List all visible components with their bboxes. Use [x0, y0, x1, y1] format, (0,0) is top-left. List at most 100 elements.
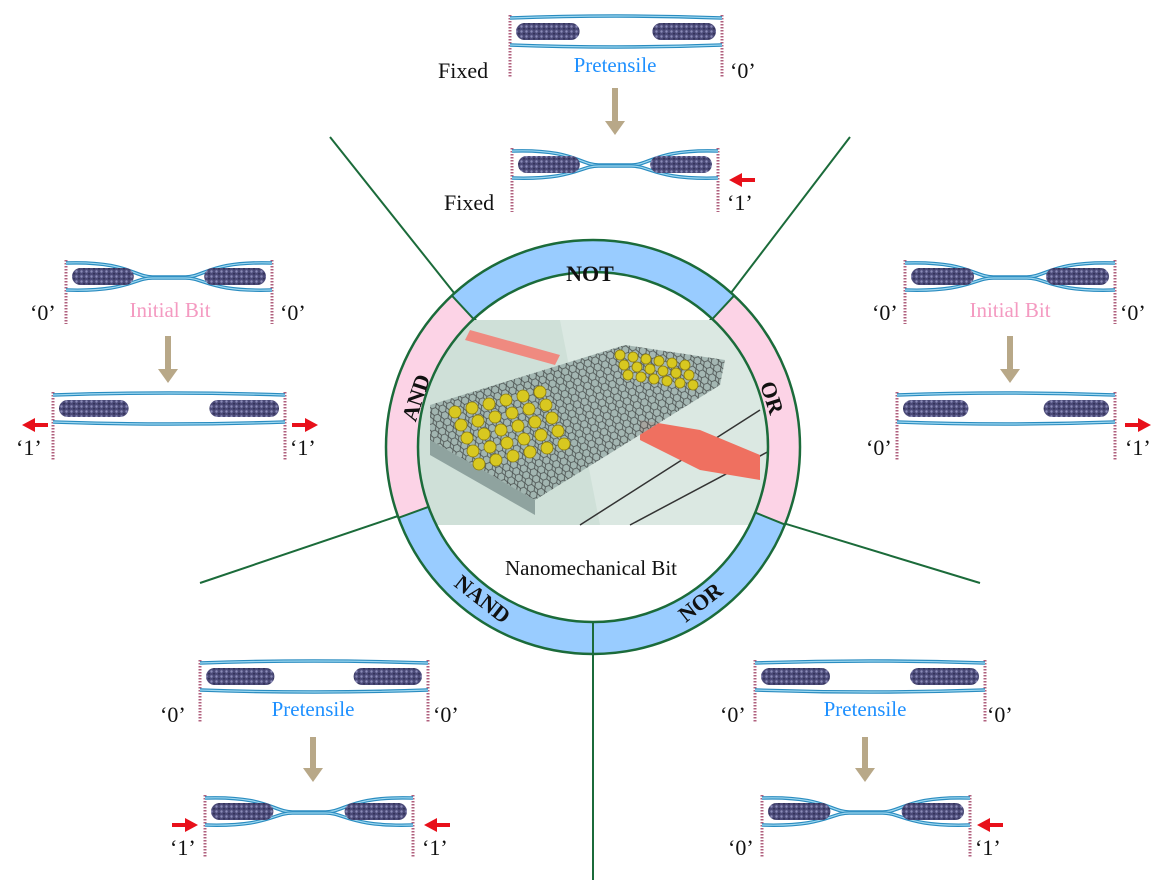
label-fixed-top: Fixed — [438, 58, 488, 83]
gold-nanoparticle — [618, 359, 630, 371]
and-force-arrow-right-head — [305, 418, 318, 432]
gold-nanoparticle — [448, 405, 462, 419]
gold-nanoparticle — [644, 363, 656, 375]
not-pretensile-molecule — [508, 14, 724, 78]
label-right-bottom: ‘1’ — [290, 435, 316, 460]
strand-highlight — [509, 44, 723, 48]
gold-nanoparticle — [631, 361, 643, 373]
gold-nanoparticle — [488, 410, 502, 424]
strand-highlight — [754, 689, 986, 693]
or-output-molecule — [895, 391, 1117, 460]
panel-and: ‘0’ Initial Bit ‘0’ ‘1’ ‘1’ — [16, 298, 316, 460]
gold-nanoparticle — [635, 371, 647, 383]
gold-nanoparticle — [551, 424, 565, 438]
protein-blob-left — [761, 668, 830, 685]
gold-nanoparticle — [674, 377, 686, 389]
gold-nanoparticle — [622, 369, 634, 381]
strand-highlight — [754, 660, 986, 664]
label-right-top: ‘0’ — [433, 702, 459, 727]
gate-label-not: NOT — [566, 261, 614, 286]
gold-nanoparticle — [653, 355, 665, 367]
and-initial-molecule — [64, 260, 274, 324]
gold-nanoparticle — [614, 349, 626, 361]
not-output-molecule — [510, 148, 720, 212]
label-left-bottom: ‘1’ — [170, 835, 196, 860]
gold-nanoparticle — [657, 365, 669, 377]
ring-divider — [754, 511, 786, 526]
state-transition-arrow-head — [1000, 369, 1020, 383]
center-caption: Nanomechanical Bit — [505, 556, 677, 580]
ring-segment-nand — [398, 506, 593, 654]
gold-nanoparticle — [506, 449, 520, 463]
electrode-right — [640, 420, 760, 480]
label-pretensile: Pretensile — [574, 53, 657, 77]
panel-not: Fixed Pretensile ‘0’ Fixed ‘1’ — [438, 53, 756, 215]
gold-nanoparticle — [516, 389, 530, 403]
strand-highlight — [199, 660, 429, 664]
gold-nanoparticle — [640, 353, 652, 365]
protein-blob-right — [209, 400, 279, 417]
gold-nanoparticle — [666, 357, 678, 369]
protein-blob-right — [652, 23, 716, 40]
state-transition-arrow-head — [303, 768, 323, 782]
protein-blob-left — [903, 400, 969, 417]
nor-pretensile-molecule — [753, 659, 987, 722]
label-left-bottom: ‘1’ — [16, 435, 42, 460]
gold-nanoparticle — [627, 351, 639, 363]
nand-force-arrow-left-head — [185, 818, 198, 832]
gold-nanoparticle — [489, 453, 503, 467]
divider-top-left — [329, 136, 479, 324]
gold-nanoparticle — [460, 431, 474, 445]
label-pretensile: Pretensile — [824, 697, 907, 721]
gold-nanoparticle — [687, 379, 699, 391]
and-output-molecule — [51, 391, 287, 460]
strand-highlight — [52, 421, 286, 425]
label-left-top: ‘0’ — [720, 702, 746, 727]
inner-circle — [416, 270, 770, 624]
protein-blob-right — [204, 268, 266, 285]
outer-circle — [384, 238, 802, 656]
not-force-arrow-head — [729, 173, 742, 187]
ring-segment-or — [712, 295, 800, 525]
gold-nanoparticle — [534, 428, 548, 442]
strand-highlight — [509, 15, 723, 19]
label-right-bottom: ‘1’ — [1125, 435, 1151, 460]
trench-line — [629, 439, 768, 526]
divider-lines — [199, 136, 981, 880]
ring-divider — [711, 294, 735, 320]
gold-nanoparticle — [528, 415, 542, 429]
state-transition-arrow-shaft — [1007, 336, 1013, 371]
label-state-bottom: ‘1’ — [727, 190, 753, 215]
ring-divider — [451, 294, 475, 320]
strand-highlight — [52, 392, 286, 396]
gold-nanoparticle — [477, 427, 491, 441]
gold-nanoparticle — [679, 359, 691, 371]
protein-blob-left — [206, 668, 275, 685]
state-transition-arrow-head — [158, 369, 178, 383]
state-transition-arrow-shaft — [165, 336, 171, 371]
state-transition-arrow-head — [605, 121, 625, 135]
panel-or: ‘0’ Initial Bit ‘0’ ‘0’ ‘1’ — [866, 298, 1151, 460]
label-right-top: ‘0’ — [1120, 300, 1146, 325]
device-side — [430, 440, 535, 515]
protein-blob-left — [768, 803, 831, 820]
strand-highlight — [761, 812, 971, 826]
strand-highlight — [904, 277, 1116, 291]
gold-nanoparticle — [483, 440, 497, 454]
label-left-top: ‘0’ — [30, 300, 56, 325]
protein-blob-left — [211, 803, 274, 820]
protein-blob-left — [518, 156, 580, 173]
nand-output-molecule — [203, 795, 415, 858]
protein-blob-right — [1043, 400, 1109, 417]
label-left-bottom: ‘0’ — [866, 435, 892, 460]
gold-nanoparticle — [472, 457, 486, 471]
gold-nanoparticle — [523, 445, 537, 459]
nand-pretensile-molecule — [198, 659, 430, 722]
ring-segment-nor — [593, 512, 785, 654]
trench-line — [579, 409, 761, 526]
and-force-arrow-left-head — [22, 418, 35, 432]
label-state-top: ‘0’ — [730, 58, 756, 83]
strand-highlight — [65, 277, 273, 291]
protein-blob-left — [72, 268, 134, 285]
